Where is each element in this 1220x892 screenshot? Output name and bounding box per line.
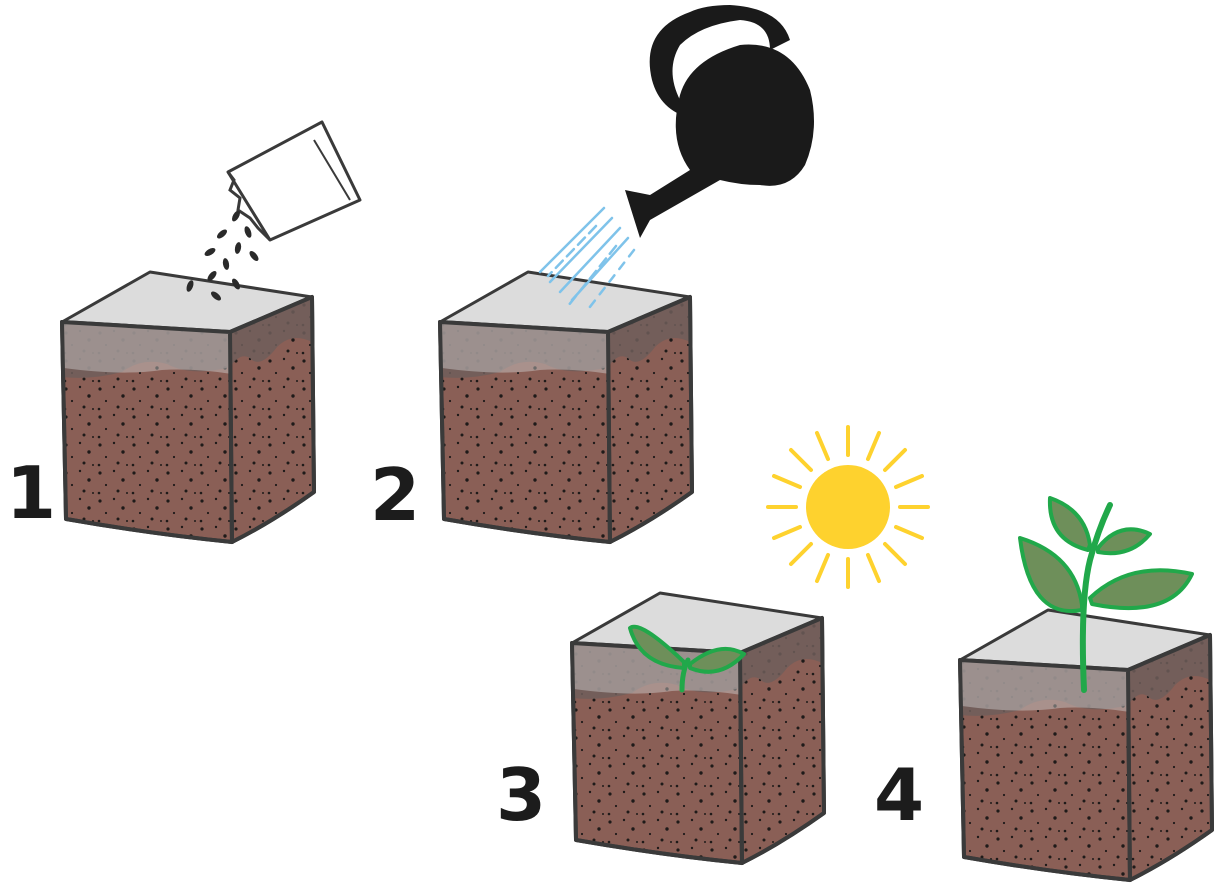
step-number-3: 3 xyxy=(496,753,546,837)
step-number-2: 2 xyxy=(370,453,420,537)
step-3 xyxy=(570,591,826,865)
pot-1 xyxy=(60,270,316,544)
step-1 xyxy=(60,120,362,544)
step-number-1: 1 xyxy=(6,451,56,535)
water-drops xyxy=(538,206,636,314)
step-number-4: 4 xyxy=(874,753,924,837)
sun-icon xyxy=(766,425,930,589)
watering-can-icon xyxy=(625,5,814,238)
step-2 xyxy=(438,5,814,544)
pot-2 xyxy=(438,270,694,544)
seedling-icon xyxy=(628,624,746,693)
seed-packet-icon xyxy=(186,120,362,301)
pot-3 xyxy=(570,591,826,865)
step-4 xyxy=(958,496,1214,882)
young-plant-icon xyxy=(1018,496,1194,693)
pot-4 xyxy=(958,608,1214,882)
